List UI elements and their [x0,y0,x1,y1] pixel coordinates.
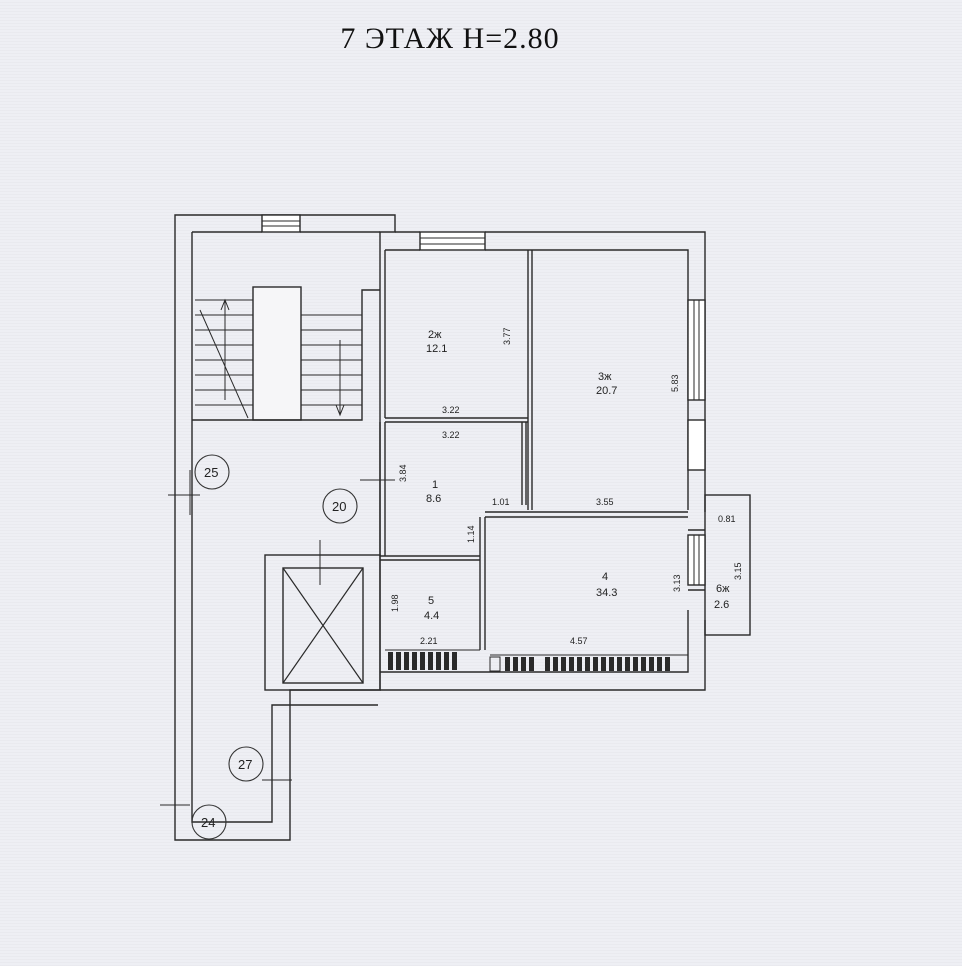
room6-name: 6ж [716,583,730,595]
wall-room1-west [379,250,386,556]
elevator-car [282,567,364,684]
elevator-shaft [264,554,381,691]
wall-room5-east [479,517,486,650]
inner-wall-left [191,231,380,823]
dim-377: 3.77 [502,327,512,345]
dim-384: 3.84 [398,464,408,482]
dim-101: 1.01 [492,497,510,507]
inner-wall-apartment [380,249,689,673]
room3-name: 3ж [598,371,612,383]
balcony-door [687,534,706,586]
page-title: 7 ЭТАЖ H=2.80 [340,22,560,55]
wall-room2-room3 [527,250,533,510]
marker-circle-20 [322,488,358,524]
window-east-room3-lower [687,419,706,471]
room4-area: 34.3 [596,587,617,599]
room2-name: 2ж [428,329,442,341]
marker-27: 27 [238,757,252,772]
marker-20: 20 [332,499,346,514]
room6-area: 2.6 [714,599,729,611]
window-north-stair [261,214,301,233]
dim-322-b: 3.22 [442,430,460,440]
room5-name: 5 [428,595,434,607]
radiators-south [385,649,688,673]
dim-322-a: 3.22 [442,405,460,415]
room1-area: 8.6 [426,493,441,505]
dim-457: 4.57 [570,636,588,646]
marker-circle-27 [228,746,264,782]
dim-315: 3.15 [733,562,743,580]
outer-wall-apartment [380,231,706,691]
dim-313: 3.13 [672,574,682,592]
marker-circle-25 [194,454,230,490]
dim-081: 0.81 [718,514,736,524]
dim-221: 2.21 [420,636,438,646]
dim-114: 1.14 [466,525,476,543]
window-north-room2 [419,231,486,251]
dim-355: 3.55 [596,497,614,507]
wall-room4-north [485,511,688,518]
stair-core [252,286,302,421]
room2-area: 12.1 [426,343,447,355]
room5-area: 4.4 [424,610,439,622]
dim-583: 5.83 [670,374,680,392]
room3-area: 20.7 [596,385,617,397]
marker-24: 24 [201,815,215,830]
radiator-fins [388,652,670,672]
marker-25: 25 [204,465,218,480]
wall-room2-south [385,417,528,423]
dim-198: 1.98 [390,594,400,612]
room4-name: 4 [602,571,608,583]
marker-circle-24 [191,804,227,840]
wall-room1-east [521,422,527,505]
window-east-room3 [687,299,706,401]
wall-room1-south [380,555,480,561]
room1-name: 1 [432,479,438,491]
